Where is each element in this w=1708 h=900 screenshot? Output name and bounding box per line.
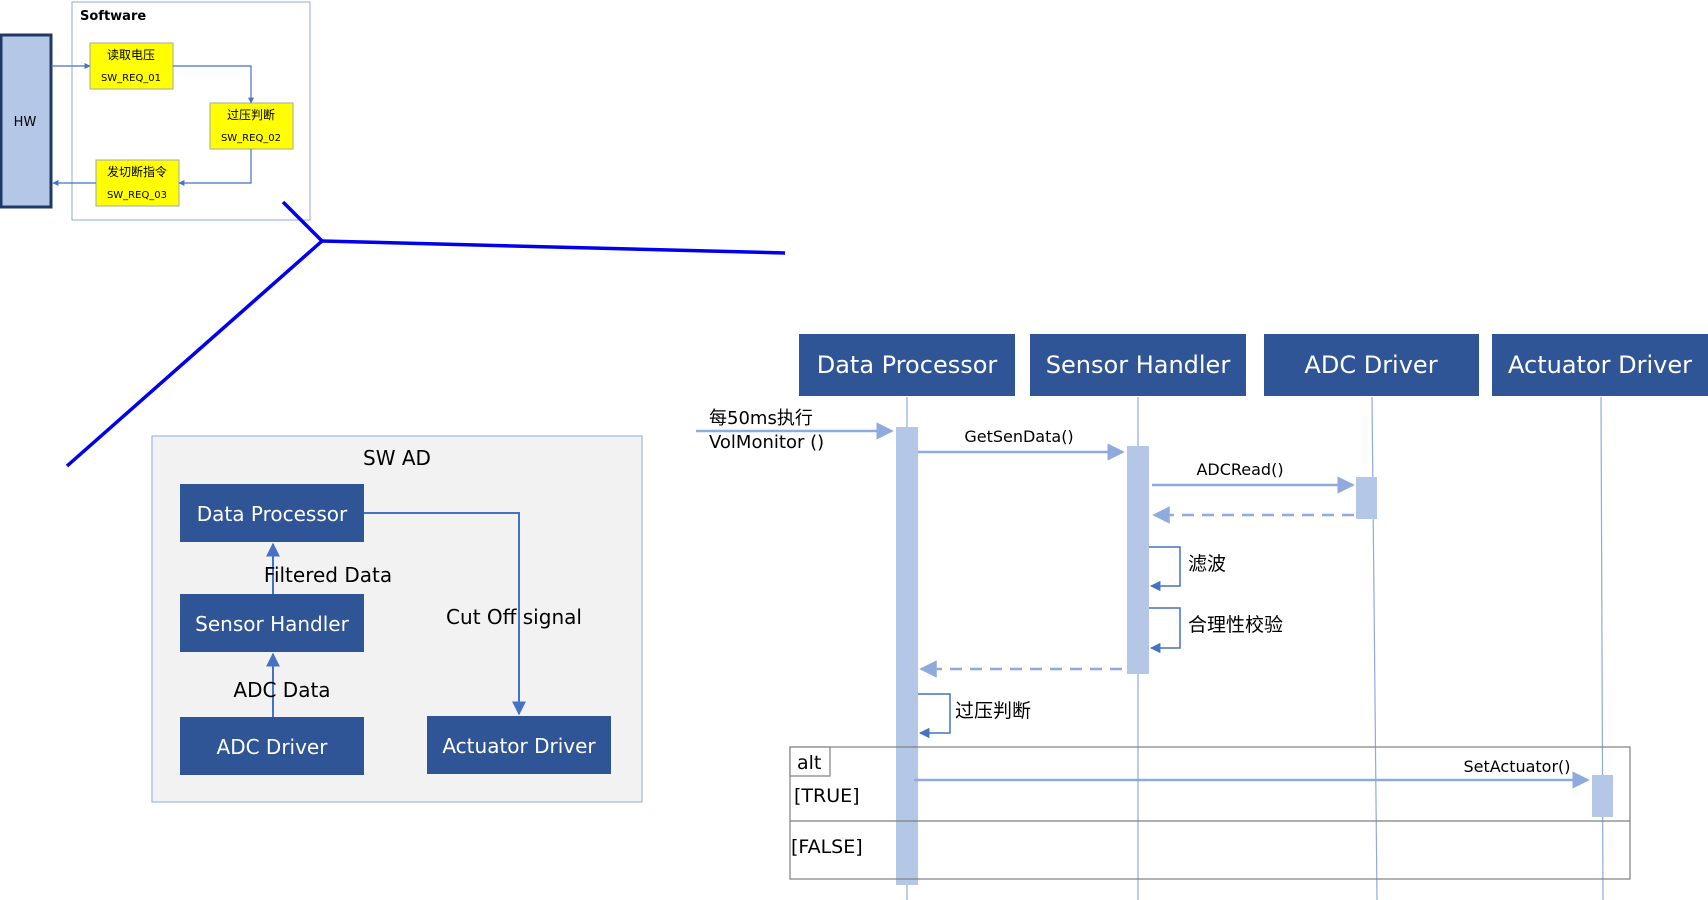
self-filter-label: 滤波 [1188,553,1226,575]
ad-actuator-driver-box [427,716,611,774]
lifeline-actuator-driver [1600,396,1604,900]
msg-adc-read-label: ADCRead() [1196,460,1283,479]
guard-true-label: [TRUE] [794,785,860,807]
lifeline-header-actuator-driver [1492,334,1708,396]
hw-label: HW [14,115,37,130]
req-02-box [209,102,294,150]
req-03-box [95,159,180,207]
ad-data-processor-box [180,484,364,542]
sw-ad-title: SW AD [363,446,431,470]
trigger-label-line2: VolMonitor () [709,432,824,453]
activation-data-processor [896,427,918,885]
ad-data-processor-label: Data Processor [197,502,348,526]
activation-adc-driver [1356,477,1377,519]
hw-block [0,33,53,209]
lifeline-header-adc-driver [1264,334,1479,396]
callout-line-left [65,239,324,468]
lifeline-header-data-processor [799,334,1015,396]
req-03-name: 发切断指令 [107,164,167,179]
guard-false-label: [FALSE] [791,836,863,858]
alt-fragment-label: alt [797,752,821,774]
self-overvoltage-label: 过压判断 [955,700,1031,722]
self-overvoltage-arrow [918,693,951,739]
req-03-id: SW_REQ_03 [107,190,167,201]
self-plausibility-arrow [1149,607,1181,654]
req-01-name: 读取电压 [107,48,155,62]
ad-adc-driver-label: ADC Driver [217,735,329,759]
ad-sensor-handler-box [180,594,364,652]
activation-actuator-driver [1592,775,1613,817]
ad-filtered-data-label: Filtered Data [264,563,392,587]
ad-cut-off-arrow [364,512,526,716]
ad-sensor-handler-label: Sensor Handler [195,612,349,636]
software-title: Software [80,9,146,24]
sequence-diagram: Data Processor Sensor Handler ADC Driver… [696,334,1708,900]
lifeline-adc-driver [1371,396,1378,900]
alt-fragment-tab [789,746,831,777]
lifeline-label-data-processor: Data Processor [817,351,998,379]
req-02-name: 过压判断 [227,107,275,122]
ad-adc-driver-box [180,717,364,775]
msg-get-sen-data-label: GetSenData() [964,427,1073,446]
requirements-diagram: Software HW 读取电压 SW_REQ_01 过压判断 SW_REQ_0… [0,1,311,221]
msg-set-actuator-label: SetActuator() [1463,757,1570,776]
ad-adc-data-label: ADC Data [233,678,330,702]
activation-sensor-handler [1127,446,1149,674]
lifeline-label-adc-driver: ADC Driver [1304,351,1437,379]
req-01-id: SW_REQ_01 [101,73,161,84]
req-02-id: SW_REQ_02 [221,133,281,144]
self-filter-arrow [1149,546,1181,592]
req01-to-req02-arrow [173,65,254,104]
ad-cut-off-label: Cut Off signal [446,605,582,629]
lifeline-header-sensor-handler [1030,334,1246,396]
ad-actuator-driver-label: Actuator Driver [442,734,596,758]
lifeline-label-sensor-handler: Sensor Handler [1046,351,1231,379]
architecture-diagram: SW AD Data Processor Sensor Handler ADC … [151,435,643,803]
callout-line-top [281,200,324,243]
callout-line-right [321,239,786,255]
self-plausibility-label: 合理性校验 [1188,614,1283,636]
alt-fragment [789,746,1631,880]
callout-lines [65,200,786,468]
req02-to-req03-arrow [178,149,252,186]
trigger-label-line1: 每50ms执行 [709,408,813,429]
req-01-box [89,42,174,90]
lifeline-label-actuator-driver: Actuator Driver [1508,351,1692,379]
